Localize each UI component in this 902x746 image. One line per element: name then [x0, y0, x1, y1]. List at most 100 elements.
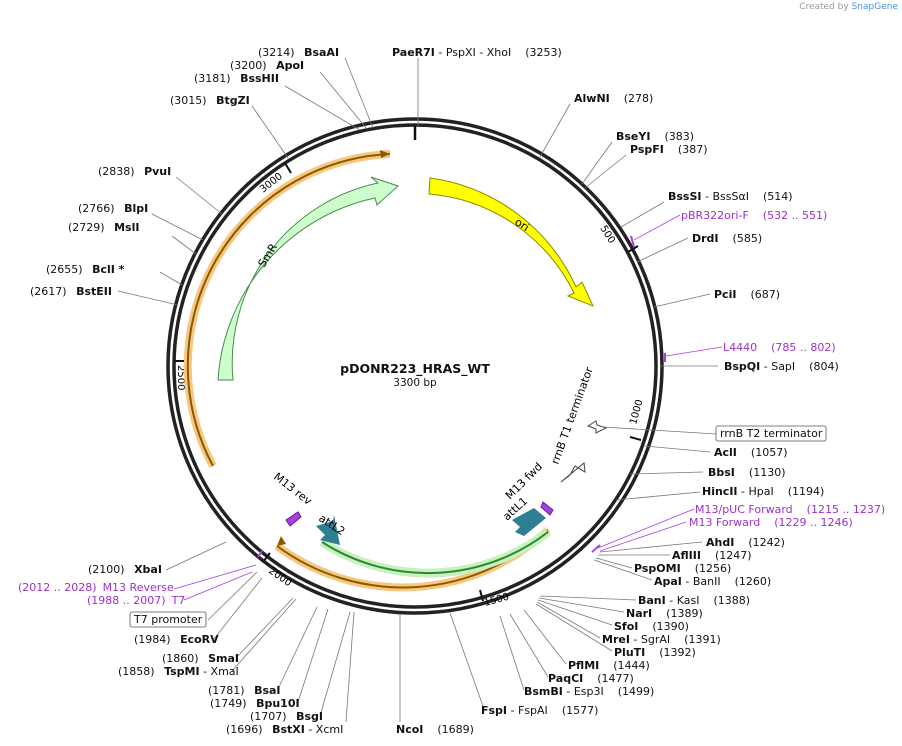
site-s2: (3214) BsaAI: [258, 46, 339, 59]
site-s20: HincII - HpaI(1194): [702, 485, 824, 498]
site-s16: PciI(687): [714, 288, 780, 301]
leader-s4: [284, 85, 361, 131]
boxed-label-b1: rrnB T2 terminator: [715, 425, 827, 442]
boxed-label-b1-frame: [715, 425, 827, 442]
site-s31: PaqCI(1477): [548, 672, 634, 685]
site-s42: (2100) XbaI: [88, 563, 162, 576]
tick-3000: [284, 162, 292, 174]
leader-s23: [595, 557, 633, 569]
leader-s30: [523, 609, 567, 665]
site-s24: ApaI - BanII(1260): [654, 575, 771, 588]
site-s4: (3181) BssHII: [194, 72, 279, 85]
site-s7: (2766) BlpI: [78, 202, 148, 215]
leader-s14: [620, 201, 665, 228]
leader-s36: [319, 611, 351, 717]
site-s36: (1707) BsgI: [250, 710, 323, 723]
site-s21: AhdI(1242): [706, 536, 785, 549]
site-s29: PluTI(1392): [614, 646, 696, 659]
primer-mark-pbr322: [630, 235, 635, 248]
snapgene-credit: Created by SnapGene: [799, 2, 898, 12]
box-leader-b2: [207, 571, 258, 621]
attl2-feature: [316, 515, 340, 545]
ori-feature: [428, 177, 594, 307]
tick-1500: [479, 589, 484, 602]
leader-s31: [509, 613, 549, 678]
tick-label-2500: 2500: [175, 365, 186, 390]
leader-s33: [449, 612, 485, 710]
insert-arc-left-head: [380, 150, 390, 158]
primer-leader-p6: [183, 571, 253, 601]
leader-s40: [235, 597, 294, 659]
site-s3: (3200) ApoI: [230, 59, 304, 72]
site-s39: (1858) TspMI - XmaI: [118, 665, 239, 678]
snapgene-brand: SnapGene: [851, 2, 898, 12]
primer-p4: M13 Forward(1229 .. 1246): [689, 516, 853, 529]
leader-s2: [344, 57, 374, 129]
leader-s29: [535, 603, 613, 652]
leader-lines: [117, 57, 718, 723]
primer-leader-p4: [599, 521, 687, 552]
boxed-label-b1-text: rrnB T2 terminator: [720, 427, 823, 440]
site-s40: (1860) SmaI: [162, 652, 239, 665]
leader-s38: [277, 606, 318, 690]
leader-s3: [319, 71, 368, 130]
site-s38: (1781) BsaI: [208, 684, 281, 697]
m13fwd-label: M13 fwd: [503, 460, 545, 502]
leader-s12: [581, 141, 613, 185]
leader-s27: [537, 599, 613, 626]
leader-s7: [151, 213, 204, 241]
primer-leader-p2: [665, 346, 723, 357]
site-s35: (1696) BstXI - XcmI: [226, 723, 343, 736]
box-leader-b1: [602, 426, 717, 435]
boxed-label-b2-frame: [129, 611, 207, 628]
insert-arc-left: [186, 153, 391, 467]
leader-s20: [615, 491, 701, 501]
insert-arc-bottom-head: [277, 536, 286, 546]
site-s11: AlwNI(278): [574, 92, 653, 105]
site-s5: (3015) BtgZI: [170, 94, 250, 107]
site-s10: (2617) BstEII: [30, 285, 112, 298]
plasmid-size: 3300 bp: [393, 377, 437, 389]
site-s26: NarI(1389): [626, 607, 703, 620]
site-s19: BbsI(1130): [708, 466, 785, 479]
site-s14: BssSI - BssSαI(514): [668, 190, 793, 203]
site-s18: AclI(1057): [714, 446, 787, 459]
rrnb-t1-feature: [560, 462, 586, 483]
site-s22: AflIII(1247): [672, 549, 752, 562]
leader-s26: [538, 597, 625, 613]
box-leaders: [207, 426, 717, 621]
primer-leaders: [173, 214, 723, 601]
leader-s28: [536, 601, 601, 639]
leader-s15: [636, 237, 689, 263]
m13rev-label: M13 rev: [271, 470, 314, 508]
tick-500: [627, 245, 639, 253]
site-s27: SfoI(1390): [614, 620, 689, 633]
ori-label: ori: [512, 216, 531, 235]
attl1-feature: [512, 508, 546, 536]
site-s34: NcoI(1689): [396, 723, 474, 736]
site-s32: BsmBI - Esp3I(1499): [524, 685, 654, 698]
site-s30: PflMI(1444): [568, 659, 650, 672]
primer-mark-m13rev: [257, 550, 263, 558]
site-s12: BseYI(383): [616, 130, 694, 143]
site-s28: MreI - SgrAI(1391): [602, 633, 721, 646]
leader-s42: [165, 541, 227, 571]
credit-prefix: Created by: [799, 2, 849, 12]
m13fwd-feature: [540, 501, 554, 516]
site-s1: PaeR7I - PspXI - XhoI(3253): [392, 46, 562, 59]
leader-s16: [653, 293, 711, 308]
rrnb-t2-feature: [586, 420, 608, 434]
site-s23: PspOMI(1256): [634, 562, 731, 575]
leader-s21: [599, 541, 703, 553]
leader-s6: [175, 176, 223, 215]
boxed-label-b2-text: T7 promoter: [133, 613, 203, 626]
leader-s13: [584, 154, 627, 189]
primer-mark-m13fwd: [591, 544, 601, 553]
primer-p2: L4440(785 .. 802): [723, 341, 836, 354]
plasmid-name: pDONR223_HRAS_WT: [340, 361, 490, 377]
primer-p6: (1988 .. 2007)T7: [87, 594, 185, 607]
tick-label-2000: 2000: [266, 565, 293, 589]
site-s37: (1749) Bpu10I: [210, 697, 300, 710]
tick-label-1000: 1000: [628, 398, 645, 425]
